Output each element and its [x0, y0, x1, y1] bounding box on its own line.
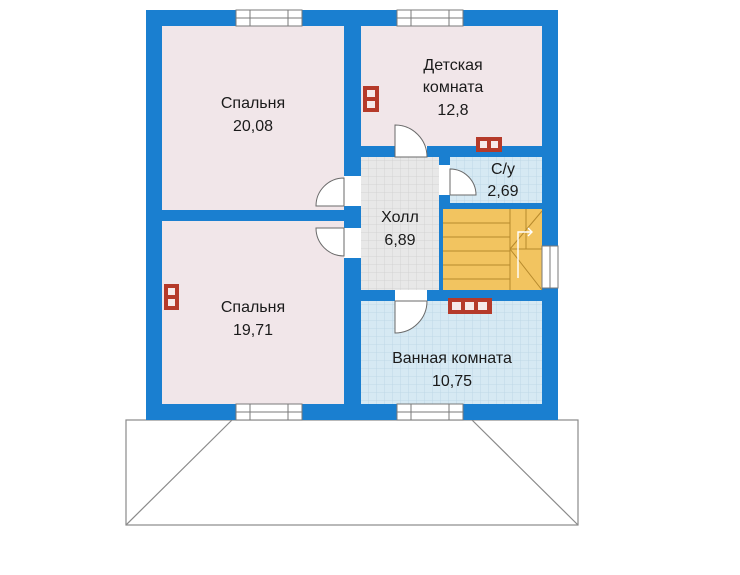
door-swings — [315, 124, 477, 334]
bedroom-bottom-name: Спальня — [221, 299, 285, 316]
room-bathroom — [361, 301, 542, 404]
room-bedroom-top — [162, 26, 344, 210]
kids-room-name-line1: Детская — [423, 57, 482, 74]
staircase — [443, 209, 543, 291]
door-bedroom-top — [315, 177, 345, 207]
bedroom-bottom-area: 19,71 — [233, 322, 273, 339]
chimney-bedroom — [164, 284, 179, 310]
bathroom-name: Ванная комната — [392, 350, 512, 367]
door-bedroom-bottom — [315, 227, 345, 257]
chimney-bathroom — [448, 298, 492, 314]
chimney-kids — [363, 86, 379, 112]
chimneys — [164, 86, 502, 314]
door-bathroom — [394, 300, 428, 334]
room-kids — [361, 26, 542, 146]
chimney-wc — [476, 137, 502, 152]
wc-area: 2,69 — [487, 183, 518, 200]
hall-name: Холл — [381, 209, 419, 226]
room-hall — [361, 157, 439, 290]
bedroom-top-name: Спальня — [221, 95, 285, 112]
kids-room-area: 12,8 — [437, 102, 468, 119]
wc-name: С/у — [491, 161, 515, 178]
hall-area: 6,89 — [384, 232, 415, 249]
bedroom-top-area: 20,08 — [233, 118, 273, 135]
room-bedroom-bottom — [162, 221, 344, 404]
roof-outline — [125, 419, 579, 526]
door-kids — [394, 124, 428, 158]
door-openings — [344, 146, 450, 301]
kids-room-name-line2: комната — [423, 79, 484, 96]
bathroom-area: 10,75 — [432, 373, 472, 390]
door-wc — [449, 168, 477, 196]
